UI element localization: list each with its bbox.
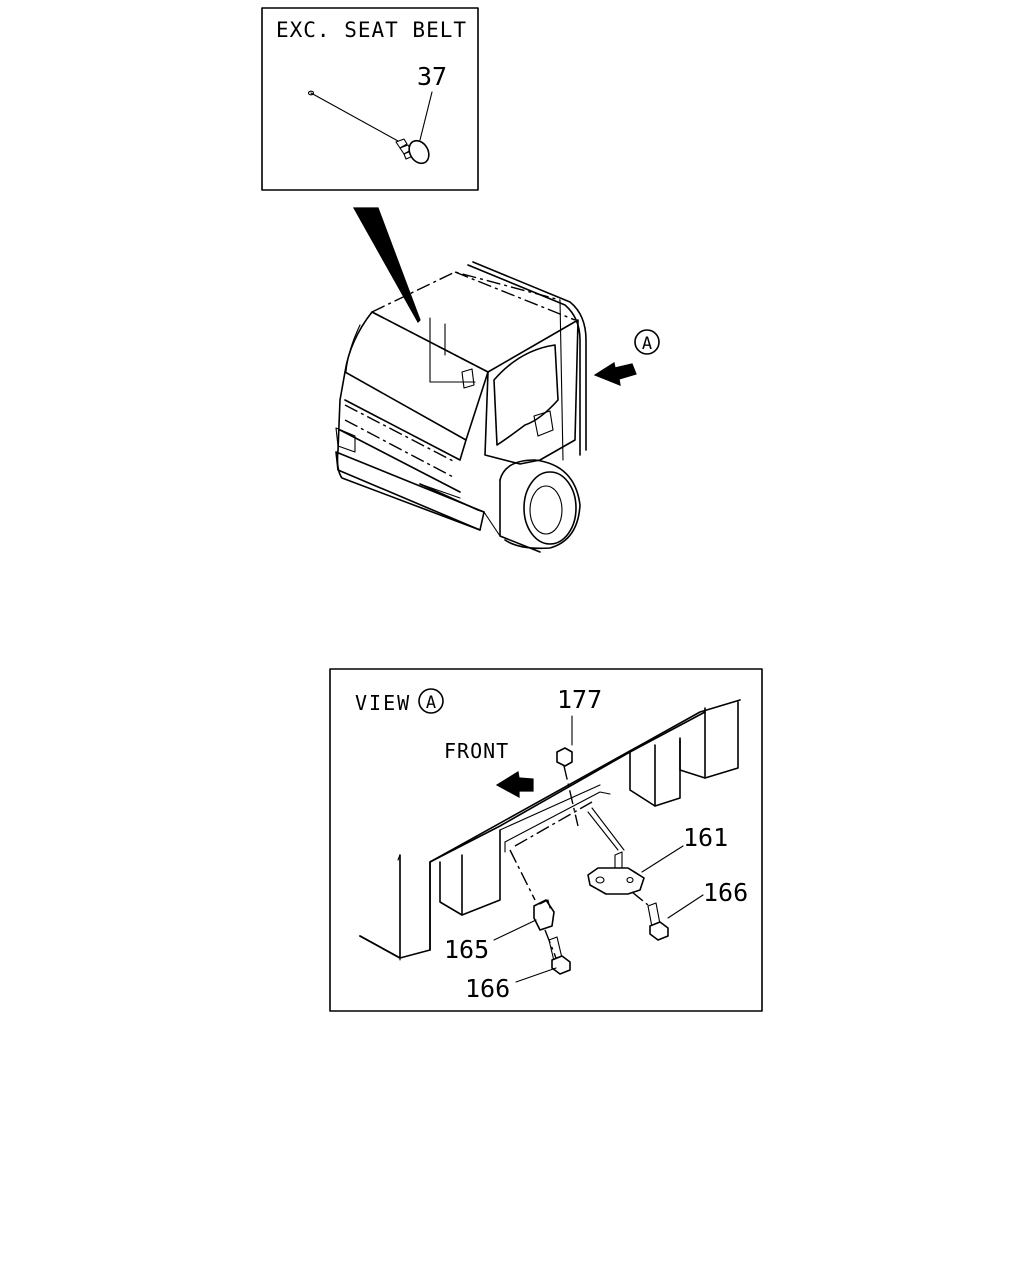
view-prefix: VIEW [355,691,411,715]
callout-37-leader [419,91,433,141]
wire-end [307,90,315,96]
view-letter-a: A [642,334,652,354]
callout-165: 165 [444,935,489,964]
front-label: FRONT [444,739,509,763]
truck-cab-illustration [335,261,587,553]
part-165-sensor [509,849,557,959]
clip-part-37 [395,138,430,165]
frame-rail [359,699,741,961]
part-177-nut [556,747,579,827]
front-arrow-icon [495,771,534,799]
callout-166-left: 166 [465,974,510,1003]
inset-caption: EXC. SEAT BELT [276,18,467,42]
circle-letter-icon [634,329,660,355]
part-166-bolt-right [647,902,669,941]
inset-view-a: VIEW A FRONT [329,668,763,1012]
view-letter: A [426,693,436,713]
callout-161: 161 [683,823,728,852]
arrow-icon [593,362,637,386]
part-166-bolt-left [548,936,571,975]
callout-37: 37 [417,62,447,91]
callout-177: 177 [557,685,602,714]
view-a-frame [329,668,763,1012]
leader-pointer-icon [352,207,421,323]
callout-166-left-leader [515,967,557,983]
callout-165-leader [493,919,537,941]
callout-166-right-leader [667,894,704,919]
callout-166-right: 166 [703,878,748,907]
inset-frame [261,7,479,191]
circle-letter-icon [418,688,444,714]
wire-line [310,92,399,142]
callout-161-leader [641,845,684,873]
inset-exc-seat-belt: EXC. SEAT BELT 37 [261,7,479,191]
view-a-indicator: A [593,329,660,386]
part-161-bracket [587,807,649,906]
